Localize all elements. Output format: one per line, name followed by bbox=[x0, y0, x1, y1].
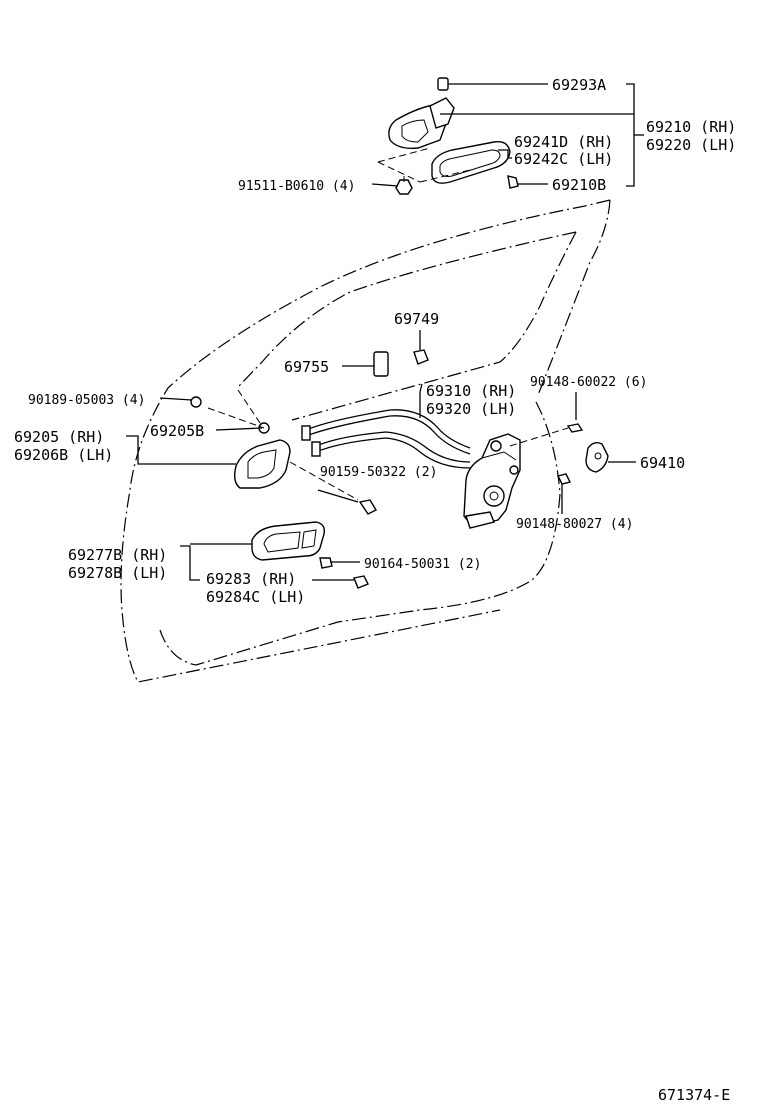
label-69749: 69749 bbox=[394, 310, 439, 328]
label-69210B: 69210B bbox=[552, 176, 606, 194]
label-69284C: 69284C (LH) bbox=[206, 588, 305, 606]
label-69206B: 69206B (LH) bbox=[14, 446, 113, 464]
label-69293A: 69293A bbox=[552, 76, 606, 94]
label-69278B: 69278B (LH) bbox=[68, 564, 167, 582]
label-69242C: 69242C (LH) bbox=[514, 150, 613, 168]
door-outline bbox=[120, 199, 611, 683]
label-90148-80027: 90148-80027 (4) bbox=[516, 517, 633, 532]
leader-lines bbox=[126, 83, 644, 581]
part-labels: 69293A 69210 (RH) 69220 (LH) 69241D (RH)… bbox=[14, 76, 736, 606]
label-69277B: 69277B (RH) bbox=[68, 546, 167, 564]
label-90189: 90189-05003 (4) bbox=[28, 393, 145, 408]
label-69241D: 69241D (RH) bbox=[514, 133, 613, 151]
label-90159: 90159-50322 (2) bbox=[320, 465, 437, 480]
door-lock-assembly bbox=[373, 349, 521, 529]
label-69220: 69220 (LH) bbox=[646, 136, 736, 154]
drawing-number: 671374-E bbox=[658, 1086, 730, 1104]
label-69755: 69755 bbox=[284, 358, 329, 376]
outside-handle-assembly bbox=[377, 77, 519, 195]
label-90148-60022: 90148-60022 (6) bbox=[530, 375, 647, 390]
handle-bezel bbox=[251, 521, 369, 589]
label-69210: 69210 (RH) bbox=[646, 118, 736, 136]
latch-and-bolts bbox=[207, 389, 609, 515]
label-69320: 69320 (LH) bbox=[426, 400, 516, 418]
label-69205B: 69205B bbox=[150, 422, 204, 440]
label-69283: 69283 (RH) bbox=[206, 570, 296, 588]
inside-handle bbox=[190, 396, 291, 489]
label-90164: 90164-50031 (2) bbox=[364, 557, 481, 572]
control-cables bbox=[301, 409, 471, 469]
label-69205: 69205 (RH) bbox=[14, 428, 104, 446]
label-91511: 91511-B0610 (4) bbox=[238, 179, 355, 194]
label-69410: 69410 bbox=[640, 454, 685, 472]
label-69310: 69310 (RH) bbox=[426, 382, 516, 400]
